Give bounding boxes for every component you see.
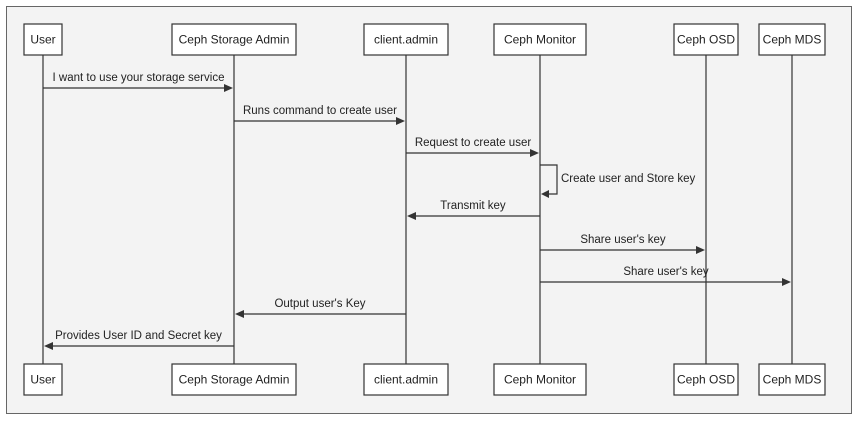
arrowhead bbox=[696, 246, 705, 254]
message-2: Runs command to create user bbox=[234, 105, 405, 125]
arrowhead bbox=[541, 190, 549, 198]
message-4: Create user and Store key bbox=[540, 164, 695, 198]
participant-box bbox=[23, 363, 63, 396]
arrowhead bbox=[44, 342, 53, 350]
lifelines bbox=[42, 55, 793, 364]
participant-mds-bottom: Ceph MDS bbox=[758, 363, 826, 396]
participant-box bbox=[673, 23, 739, 56]
message-label: Output user's Key bbox=[274, 298, 365, 310]
arrowhead bbox=[235, 310, 244, 318]
message-label: Transmit key bbox=[440, 200, 506, 212]
message-line bbox=[540, 164, 558, 195]
participant-admin-bottom: Ceph Storage Admin bbox=[171, 363, 297, 396]
participant-osd-bottom: Ceph OSD bbox=[673, 363, 739, 396]
message-9: Provides User ID and Secret key bbox=[44, 330, 234, 350]
participant-box bbox=[758, 363, 826, 396]
participant-label: Ceph Storage Admin bbox=[179, 373, 290, 387]
participant-label: client.admin bbox=[374, 33, 438, 47]
message-label: Provides User ID and Secret key bbox=[55, 330, 222, 342]
participant-mon-bottom: Ceph Monitor bbox=[493, 363, 587, 396]
message-5: Transmit key bbox=[407, 200, 540, 220]
participant-osd-top: Ceph OSD bbox=[673, 23, 739, 56]
participant-client-bottom: client.admin bbox=[363, 363, 449, 396]
message-label: Request to create user bbox=[415, 137, 532, 149]
participant-client-top: client.admin bbox=[363, 23, 449, 56]
participant-label: Ceph MDS bbox=[763, 373, 822, 387]
participant-box bbox=[363, 23, 449, 56]
message-8: Output user's Key bbox=[235, 298, 406, 318]
participant-box bbox=[493, 363, 587, 396]
participant-user-top: User bbox=[23, 23, 63, 56]
arrowhead bbox=[396, 117, 405, 125]
participant-label: Ceph MDS bbox=[763, 33, 822, 47]
participant-admin-top: Ceph Storage Admin bbox=[171, 23, 297, 56]
arrowhead bbox=[224, 84, 233, 92]
message-label: Share user's key bbox=[623, 266, 709, 278]
participant-label: Ceph Storage Admin bbox=[179, 33, 290, 47]
diagram-frame bbox=[6, 6, 852, 414]
participant-label: client.admin bbox=[374, 373, 438, 387]
message-label: Runs command to create user bbox=[243, 105, 397, 117]
participant-box bbox=[758, 23, 826, 56]
participant-mds-top: Ceph MDS bbox=[758, 23, 826, 56]
participant-box bbox=[171, 23, 297, 56]
message-label: I want to use your storage service bbox=[53, 72, 225, 84]
message-label: Create user and Store key bbox=[561, 173, 695, 185]
participant-box bbox=[171, 363, 297, 396]
arrowhead bbox=[530, 149, 539, 157]
participant-box bbox=[673, 363, 739, 396]
participant-box bbox=[493, 23, 587, 56]
arrowhead bbox=[407, 212, 416, 220]
participant-box bbox=[363, 363, 449, 396]
arrowhead bbox=[782, 278, 791, 286]
participant-label: Ceph Monitor bbox=[504, 33, 576, 47]
participant-label: User bbox=[30, 373, 55, 387]
message-3: Request to create user bbox=[406, 137, 539, 157]
participant-box bbox=[23, 23, 63, 56]
participant-label: Ceph OSD bbox=[677, 373, 735, 387]
participant-mon-top: Ceph Monitor bbox=[493, 23, 587, 56]
participant-label: Ceph Monitor bbox=[504, 373, 576, 387]
message-1: I want to use your storage service bbox=[43, 72, 233, 92]
message-label: Share user's key bbox=[580, 234, 666, 246]
message-6: Share user's key bbox=[540, 234, 705, 254]
participant-label: Ceph OSD bbox=[677, 33, 735, 47]
participant-user-bottom: User bbox=[23, 363, 63, 396]
message-7: Share user's key bbox=[540, 266, 791, 286]
participant-label: User bbox=[30, 33, 55, 47]
